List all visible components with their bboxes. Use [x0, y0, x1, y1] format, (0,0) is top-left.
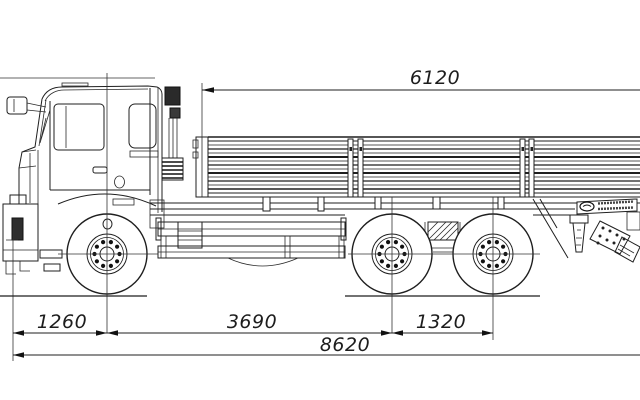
cab-roof-inner-line: [44, 88, 149, 102]
cargo-bed: [192, 136, 640, 212]
intake-pipes: [168, 118, 178, 158]
arrowhead: [13, 352, 24, 358]
side-grille-slot: [112, 198, 135, 206]
front-bumper: [2, 203, 39, 262]
fuel-cap: [114, 175, 125, 189]
arrowhead: [392, 330, 403, 336]
guard-end-plate-left: [155, 217, 162, 241]
dim-label-rear-bogie-spacing: 1320: [416, 311, 466, 333]
door-outline: [49, 88, 151, 195]
equipment-box-lines: [178, 230, 202, 241]
tow-hooks: [5, 261, 30, 275]
muffler-arc: [227, 257, 299, 267]
guard-post-2: [284, 235, 291, 259]
muffler-ribbed-box: [161, 157, 184, 181]
mudflap-2: [614, 236, 640, 263]
muffler-ribs: [162, 161, 183, 179]
windshield-pillar-line: [38, 99, 47, 147]
side-mirror: [6, 96, 28, 115]
arrowhead: [482, 330, 493, 336]
door-handle: [92, 166, 108, 174]
bumper-step-lines: [3, 239, 38, 251]
bed-slats: [208, 144, 640, 186]
mudflap-braces: [532, 198, 569, 259]
front-panel-lines: [29, 150, 39, 204]
frame-rails: [150, 202, 640, 216]
arrowhead: [13, 330, 24, 336]
dim-label-overall-length: 8620: [320, 334, 370, 356]
stake-posts: [347, 138, 535, 198]
dimensions: 6120 1260 3690 1320 8620: [13, 67, 640, 358]
arrowhead: [202, 87, 214, 93]
logo-text-line-1: [597, 200, 635, 205]
roof-hatch: [61, 82, 89, 87]
tire-balance-mark: [102, 218, 113, 230]
wiper-arm: [39, 109, 51, 144]
door-window: [53, 103, 105, 151]
bed-floor-edge: [196, 192, 640, 198]
cab-rear-box: [149, 199, 165, 229]
cab-roof-outline: [41, 85, 163, 212]
front-wall-latch-2: [192, 151, 199, 159]
cab-front-edge: [18, 98, 43, 204]
shock-bracket: [569, 214, 589, 224]
wheels: [66, 213, 534, 295]
arrowhead: [381, 330, 392, 336]
front-wall-latch: [192, 139, 199, 149]
guard-post-1: [160, 235, 167, 259]
rear-lamp-box: [626, 211, 640, 231]
lower-step: [43, 263, 61, 272]
floor-cross-member-tabs: [262, 196, 505, 212]
equipment-box: [177, 221, 203, 249]
dimension-overall-length: 8620: [13, 334, 640, 358]
intake-bracket: [169, 107, 181, 119]
behind-cab-equipment: [161, 86, 184, 181]
oval-logo-icon: [579, 201, 595, 212]
logo-text-line-2: [597, 206, 635, 211]
dim-label-wheelbase: 3690: [227, 311, 277, 333]
spring-pack: [427, 221, 459, 241]
mudflap-2-stripes: [617, 244, 635, 257]
shock-absorber: [572, 222, 586, 253]
guard-end-plate-right: [340, 217, 347, 241]
mudflap-studs: [596, 226, 626, 245]
cab: [2, 82, 163, 275]
reference-lines: [0, 73, 540, 361]
dimension-chain: 1260 3690 1320: [13, 311, 493, 336]
chassis: [149, 199, 640, 267]
spring-hatch: [427, 221, 459, 241]
dimension-bed-length: 6120: [202, 67, 640, 93]
manufacturer-logo-plate: [576, 198, 638, 215]
hood-lines: [18, 149, 37, 169]
quarter-window: [128, 103, 157, 149]
window-trim: [129, 150, 159, 158]
arrowhead: [96, 330, 107, 336]
license-plate: [11, 217, 24, 241]
arrowhead: [107, 330, 118, 336]
mudflap-plate: [589, 220, 631, 255]
headlight: [9, 194, 27, 205]
shock-detail: [576, 229, 582, 246]
dim-label-front-overhang: 1260: [37, 311, 87, 333]
mirror-arm: [13, 99, 47, 113]
dim-label-bed-length: 6120: [410, 67, 460, 89]
air-intake-box: [164, 86, 181, 106]
rear-overhang: [532, 198, 640, 263]
